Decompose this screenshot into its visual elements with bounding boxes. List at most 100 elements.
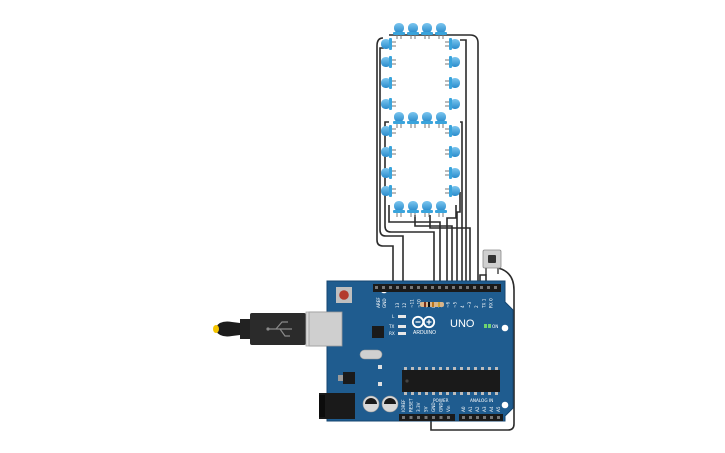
digital-pin-label: 13 bbox=[395, 302, 400, 308]
power-pin-label: IOREF bbox=[401, 399, 406, 412]
wire-a bbox=[389, 34, 479, 285]
led[interactable] bbox=[435, 201, 447, 217]
segment-lower-right bbox=[445, 125, 460, 197]
wire-h bbox=[460, 121, 463, 285]
power-pin-label: 3.3V bbox=[416, 402, 421, 412]
header-pin[interactable] bbox=[432, 416, 435, 419]
header-pin[interactable] bbox=[494, 286, 497, 289]
led[interactable] bbox=[445, 56, 460, 68]
header-pin[interactable] bbox=[469, 416, 472, 419]
atmega-chip bbox=[402, 367, 500, 395]
led[interactable] bbox=[393, 201, 405, 217]
usb-icon bbox=[268, 321, 292, 337]
wire-j bbox=[414, 215, 453, 285]
digital-pin-label: 12 bbox=[402, 302, 407, 308]
header-pin[interactable] bbox=[402, 416, 405, 419]
header-pin[interactable] bbox=[424, 416, 428, 419]
header-pin[interactable] bbox=[439, 416, 443, 419]
crystal bbox=[359, 349, 383, 360]
led[interactable] bbox=[407, 201, 419, 217]
arduino-logo-icon bbox=[411, 315, 436, 329]
wire-btn-2 bbox=[430, 267, 515, 431]
led[interactable] bbox=[421, 201, 433, 217]
led[interactable] bbox=[421, 23, 433, 39]
resistor[interactable] bbox=[420, 302, 444, 307]
led[interactable] bbox=[435, 112, 447, 128]
reset-button[interactable] bbox=[336, 287, 352, 303]
segment-top bbox=[393, 23, 447, 39]
led-display[interactable] bbox=[381, 23, 460, 217]
on-label: ON bbox=[492, 324, 498, 329]
header-pin[interactable] bbox=[417, 416, 420, 419]
segment-bottom bbox=[393, 201, 447, 217]
segment-upper-right bbox=[445, 38, 460, 110]
led[interactable] bbox=[381, 146, 396, 158]
header-pin[interactable] bbox=[480, 286, 483, 289]
led[interactable] bbox=[421, 112, 433, 128]
voltage-regulator bbox=[338, 372, 355, 384]
led[interactable] bbox=[381, 185, 396, 197]
header-pin[interactable] bbox=[424, 286, 427, 289]
header-pin[interactable] bbox=[396, 286, 399, 289]
led[interactable] bbox=[393, 112, 405, 128]
led[interactable] bbox=[381, 56, 396, 68]
header-pin[interactable] bbox=[438, 286, 441, 289]
wire-c bbox=[379, 47, 404, 285]
header-pin[interactable] bbox=[375, 286, 378, 289]
led[interactable] bbox=[445, 77, 460, 89]
header-pin[interactable] bbox=[497, 416, 500, 419]
led[interactable] bbox=[445, 125, 460, 137]
led[interactable] bbox=[445, 38, 460, 50]
header-pin[interactable] bbox=[487, 286, 490, 289]
pushbutton[interactable] bbox=[482, 249, 502, 274]
wire-f bbox=[446, 205, 457, 285]
header-pin[interactable] bbox=[452, 286, 455, 289]
analog-header[interactable] bbox=[459, 414, 503, 421]
header-pin[interactable] bbox=[382, 286, 385, 289]
header-pin[interactable] bbox=[410, 286, 413, 289]
wire-i bbox=[456, 192, 461, 285]
model-label: UNO bbox=[450, 318, 475, 330]
header-pin[interactable] bbox=[445, 286, 448, 289]
power-pin-label: 5V bbox=[424, 406, 429, 412]
digital-pin-label: ~3 bbox=[467, 301, 472, 308]
tx-label: TX bbox=[388, 324, 395, 329]
header-pin[interactable] bbox=[403, 286, 406, 289]
header-pin[interactable] bbox=[389, 286, 392, 289]
led[interactable] bbox=[407, 23, 419, 39]
header-pin[interactable] bbox=[466, 286, 469, 289]
led[interactable] bbox=[381, 98, 396, 110]
header-pin[interactable] bbox=[490, 416, 493, 419]
header-pin[interactable] bbox=[459, 286, 462, 289]
analog-pin-label: A5 bbox=[496, 406, 501, 412]
gnd-label: GND bbox=[382, 298, 387, 308]
header-pin[interactable] bbox=[483, 416, 486, 419]
analog-pin-label: A2 bbox=[475, 406, 480, 412]
led[interactable] bbox=[435, 23, 447, 39]
header-pin[interactable] bbox=[462, 416, 465, 419]
power-pin-label: GND bbox=[431, 402, 436, 412]
header-pin[interactable] bbox=[476, 416, 479, 419]
led[interactable] bbox=[381, 77, 396, 89]
power-label: POWER bbox=[433, 398, 449, 403]
header-pin[interactable] bbox=[417, 286, 420, 289]
aref-label: AREF bbox=[376, 297, 381, 308]
led[interactable] bbox=[381, 38, 396, 50]
led[interactable] bbox=[445, 146, 460, 158]
digital-header[interactable] bbox=[373, 284, 501, 292]
header-pin[interactable] bbox=[473, 286, 476, 289]
led[interactable] bbox=[407, 112, 419, 128]
led[interactable] bbox=[445, 185, 460, 197]
led[interactable] bbox=[445, 98, 460, 110]
rx-label: RX bbox=[389, 331, 395, 336]
led[interactable] bbox=[393, 23, 405, 39]
led[interactable] bbox=[445, 167, 460, 179]
power-header[interactable] bbox=[399, 414, 455, 421]
header-pin[interactable] bbox=[431, 286, 434, 289]
header-pin[interactable] bbox=[409, 416, 413, 419]
header-pin[interactable] bbox=[447, 416, 450, 419]
led[interactable] bbox=[381, 125, 396, 137]
led[interactable] bbox=[381, 167, 396, 179]
